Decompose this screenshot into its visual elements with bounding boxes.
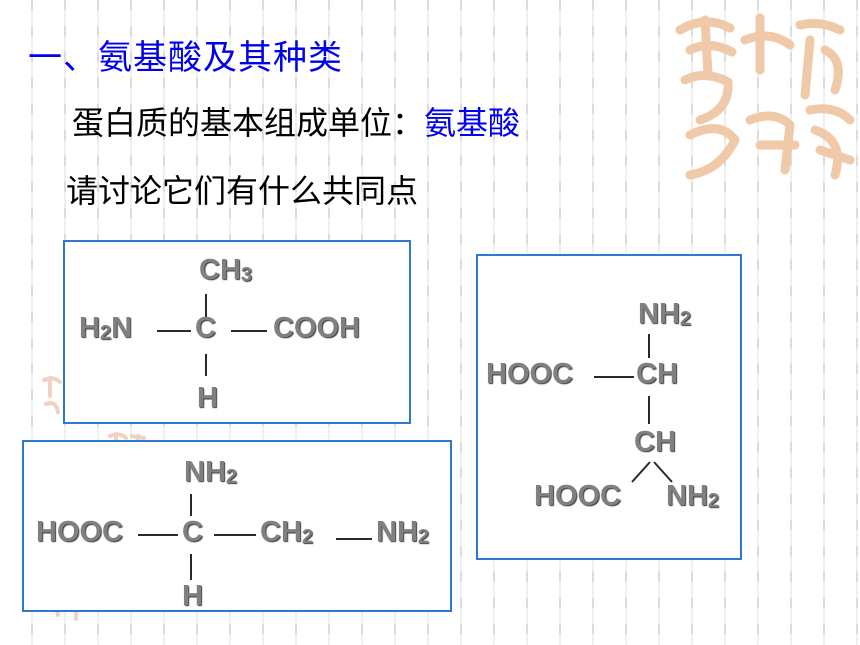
m3-left-group: HOOC bbox=[486, 358, 573, 390]
m3-bond-left bbox=[594, 376, 634, 378]
m1-bond-bottom bbox=[205, 354, 207, 376]
page-title: 一、氨基酸及其种类 bbox=[28, 38, 343, 78]
auspicious-seal-icon bbox=[675, 13, 855, 180]
m3-bond-middle bbox=[648, 396, 650, 424]
molecule-box-1: CH3 H2N C COOH H bbox=[63, 240, 411, 424]
m3-bottom-right-group: NH2 bbox=[666, 480, 720, 512]
m1-left-group: H2N bbox=[79, 312, 133, 344]
m3-bond-top bbox=[648, 334, 650, 358]
molecule-box-3: NH2 HOOC CH CH HOOC NH2 bbox=[476, 254, 742, 560]
m2-mid-group: CH2 bbox=[260, 516, 314, 548]
m1-center-atom: C bbox=[195, 312, 216, 344]
m3-ch-lower: CH bbox=[634, 426, 676, 458]
m2-bond-bottom bbox=[190, 554, 192, 580]
m3-branch-bonds bbox=[631, 461, 673, 483]
m2-bond-right bbox=[336, 538, 372, 540]
m1-bottom-atom: H bbox=[197, 382, 218, 414]
m1-bond-left bbox=[157, 330, 191, 332]
m1-top-group: CH3 bbox=[199, 254, 253, 286]
m2-bond-top bbox=[190, 494, 192, 516]
intro-highlight: 氨基酸 bbox=[424, 104, 521, 142]
m3-top-group: NH2 bbox=[638, 298, 692, 330]
m1-bond-right bbox=[231, 330, 267, 332]
m2-bond-mid bbox=[214, 534, 256, 536]
m2-bond-left bbox=[138, 534, 178, 536]
m3-bottom-left-group: HOOC bbox=[534, 480, 621, 512]
intro-line: 蛋白质的基本组成单位：氨基酸 bbox=[72, 98, 520, 144]
intro-prefix: 蛋白质的基本组成单位： bbox=[72, 104, 425, 142]
molecule-box-2: NH2 HOOC C CH2 NH2 H bbox=[22, 440, 452, 612]
question-line: 请讨论它们有什么共同点 bbox=[66, 172, 419, 210]
m2-top-group: NH2 bbox=[184, 456, 238, 488]
m1-right-group: COOH bbox=[273, 312, 360, 344]
m2-center-atom: C bbox=[182, 516, 203, 548]
m2-right-group: NH2 bbox=[376, 516, 430, 548]
m2-left-group: HOOC bbox=[36, 516, 123, 548]
m3-ch-upper: CH bbox=[636, 358, 678, 390]
m1-bond-top bbox=[205, 294, 207, 318]
m2-bottom-atom: H bbox=[182, 580, 203, 612]
